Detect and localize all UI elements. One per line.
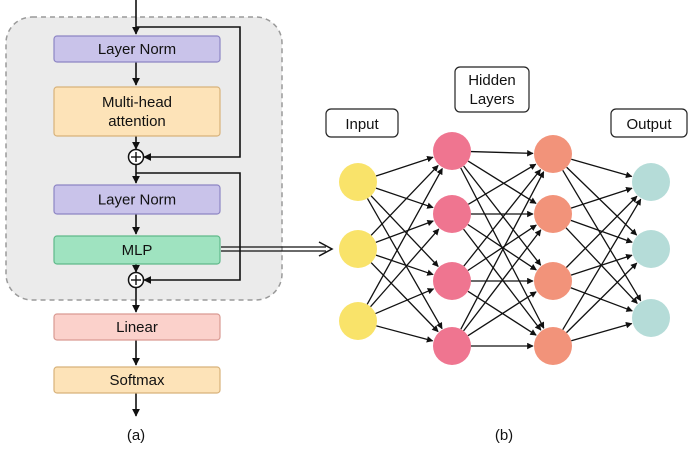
edge-input-0-to-hidden-1-1 bbox=[375, 187, 434, 209]
linear-box bbox=[53, 313, 221, 341]
multi-head-attention-box bbox=[53, 86, 221, 137]
block-layer-norm-2: Layer Norm bbox=[53, 184, 221, 215]
edge-hidden-2-2-to-output-2 bbox=[570, 287, 633, 312]
residual-connections bbox=[136, 26, 241, 284]
panel-b-neural-network: Input Hidden Layers Output (b) bbox=[325, 66, 688, 444]
edge-hidden-1-3-to-hidden-2-1 bbox=[463, 229, 542, 332]
input-label: Input bbox=[345, 116, 379, 133]
softmax-box bbox=[53, 366, 221, 394]
multi-head-attention-label: Multi-head bbox=[102, 94, 172, 111]
output-node-3 bbox=[632, 299, 670, 337]
hidden-1-node-2 bbox=[433, 195, 471, 233]
edge-input-2-to-hidden-1-1 bbox=[370, 228, 440, 308]
hidden-2-node-3 bbox=[534, 262, 572, 300]
block-multi-head-attention: Multi-head attention bbox=[53, 86, 221, 137]
layer-norm-1-label: Layer Norm bbox=[98, 41, 176, 58]
linear-label: Linear bbox=[116, 319, 158, 336]
edge-hidden-1-3-to-hidden-2-0 bbox=[460, 171, 545, 330]
edge-input-1-to-hidden-1-2 bbox=[375, 254, 434, 276]
hidden-1-node-4 bbox=[433, 327, 471, 365]
mlp-box bbox=[53, 235, 221, 265]
input-label-box: Input bbox=[325, 108, 399, 138]
add-node-2 bbox=[127, 271, 145, 289]
layer-norm-2-label: Layer Norm bbox=[98, 192, 176, 209]
output-label-box: Output bbox=[610, 108, 688, 138]
hidden-2-node-4 bbox=[534, 327, 572, 365]
hidden-1-node-3 bbox=[433, 262, 471, 300]
edge-input-0-to-hidden-1-0 bbox=[375, 156, 434, 177]
mlp-to-network-arrow bbox=[221, 241, 334, 257]
edge-hidden-2-3-to-output-1 bbox=[566, 262, 638, 334]
edge-hidden-1-0-to-hidden-2-2 bbox=[463, 165, 542, 266]
edge-hidden-2-0-to-output-2 bbox=[562, 169, 642, 302]
edge-input-1-to-hidden-1-0 bbox=[370, 164, 439, 236]
edge-input-2-to-hidden-1-0 bbox=[366, 167, 443, 305]
input-node-3 bbox=[339, 302, 377, 340]
edge-input-1-to-hidden-1-1 bbox=[375, 219, 434, 243]
caption-a: (a) bbox=[127, 427, 145, 444]
softmax-label: Softmax bbox=[109, 372, 165, 389]
output-node-2 bbox=[632, 230, 670, 268]
hidden-label-line-2: Layers bbox=[469, 91, 514, 108]
input-node-1 bbox=[339, 163, 377, 201]
block-layer-norm-1: Layer Norm bbox=[53, 35, 221, 63]
block-mlp: MLP bbox=[53, 235, 221, 265]
edge-hidden-2-1-to-output-0 bbox=[570, 186, 633, 209]
edge-hidden-2-0-to-output-0 bbox=[571, 158, 633, 179]
hidden-2-node-2 bbox=[534, 195, 572, 233]
caption-b: (b) bbox=[495, 427, 513, 444]
add-node-1 bbox=[127, 148, 145, 166]
layer-norm-1-box bbox=[53, 35, 221, 63]
block-softmax: Softmax bbox=[53, 366, 221, 394]
edge-hidden-2-3-to-output-0 bbox=[562, 198, 642, 331]
hidden-1-node-1 bbox=[433, 132, 471, 170]
edge-hidden-2-2-to-output-0 bbox=[565, 195, 638, 268]
edge-hidden-1-2-to-hidden-2-0 bbox=[463, 169, 542, 267]
block-linear: Linear bbox=[53, 313, 221, 341]
hidden-label-box: Hidden Layers bbox=[454, 66, 530, 113]
output-label: Output bbox=[626, 116, 672, 133]
edge-hidden-1-3-to-hidden-2-2 bbox=[467, 291, 537, 337]
input-node-2 bbox=[339, 230, 377, 268]
edge-hidden-1-1-to-hidden-2-0 bbox=[468, 163, 537, 205]
edge-input-1-to-hidden-1-3 bbox=[370, 262, 439, 333]
edge-hidden-2-3-to-output-2 bbox=[571, 321, 633, 342]
hidden-2-node-1 bbox=[534, 135, 572, 173]
edge-hidden-2-0-to-output-1 bbox=[566, 166, 638, 236]
multi-head-attention-label: attention bbox=[108, 113, 166, 130]
edge-hidden-1-0-to-hidden-2-1 bbox=[467, 160, 537, 204]
edge-hidden-1-0-to-hidden-2-0 bbox=[470, 149, 534, 157]
layer-norm-2-box bbox=[53, 184, 221, 215]
edge-hidden-1-2-to-hidden-2-1 bbox=[467, 224, 537, 272]
network-nodes bbox=[339, 132, 670, 365]
output-node-1 bbox=[632, 163, 670, 201]
edge-input-0-to-hidden-1-3 bbox=[366, 198, 443, 330]
mlp-label: MLP bbox=[122, 242, 153, 259]
edge-input-2-to-hidden-1-3 bbox=[376, 325, 434, 343]
hidden-label-line-1: Hidden bbox=[468, 72, 516, 89]
edge-input-2-to-hidden-1-2 bbox=[375, 288, 435, 315]
network-edges bbox=[366, 149, 642, 350]
